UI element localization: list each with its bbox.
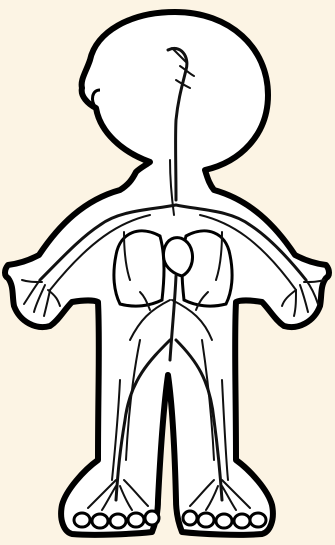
left-lung-icon xyxy=(114,231,164,306)
